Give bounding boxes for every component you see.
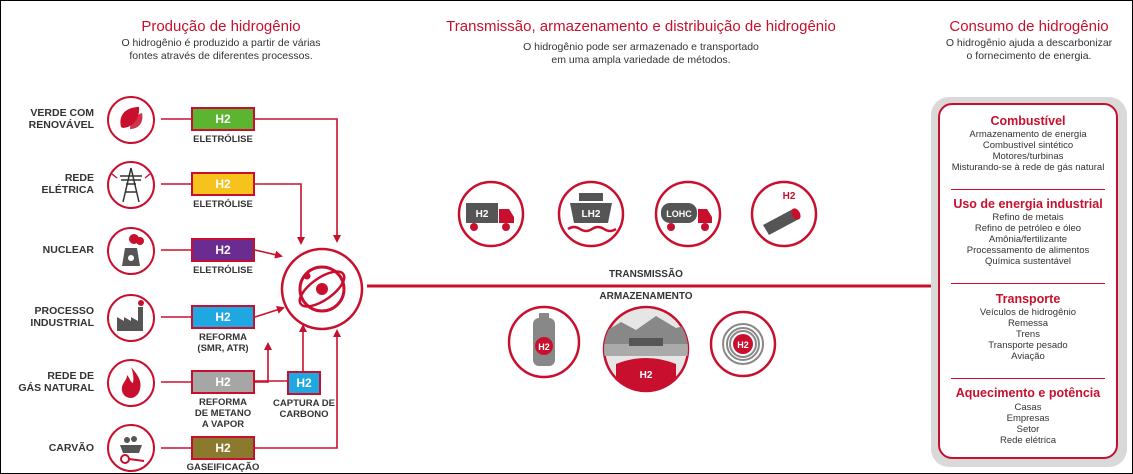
h2-box-carbon-capture: H2 (287, 371, 321, 395)
category-divider (951, 283, 1105, 284)
category-item: Motores/turbinas (992, 151, 1064, 162)
h2-box-label: H2 (215, 310, 231, 324)
carbon-capture-label: CAPTURA DE CARBONO (273, 398, 335, 420)
h2-box-green: H2 (191, 107, 255, 131)
hydrogen-hub-icon (280, 247, 364, 331)
h2-box-industrial: H2 (191, 305, 255, 329)
category-items-transport: Veículos de hidrogênio Remessa Trens Tra… (938, 307, 1118, 362)
h2-box-label: H2 (215, 441, 231, 455)
h2-box-grid: H2 (191, 172, 255, 196)
tank-storage-icon: H2 (507, 305, 581, 379)
pipeline-icon: H2 (750, 180, 818, 248)
nuclear-plant-icon (107, 227, 155, 275)
category-title-transport: Transporte (995, 292, 1061, 306)
lh2-ship-icon: LH2 (557, 180, 625, 248)
lh2-ship-label: LH2 (582, 209, 601, 220)
category-item: Refino de petróleo e óleo (974, 223, 1082, 234)
category-item: Casas (1014, 402, 1042, 413)
category-item: Remessa (1007, 318, 1049, 329)
source-label: PROCESSO INDUSTRIAL (30, 305, 94, 329)
category-item: Transporte pesado (988, 340, 1068, 351)
flame-icon (107, 359, 155, 407)
h2-box-label: H2 (215, 375, 231, 389)
category-item: Rede elétrica (1000, 435, 1056, 446)
source-label: VERDE COM RENOVÁVEL (28, 107, 94, 131)
source-label: NUCLEAR (42, 244, 94, 256)
factory-icon (107, 294, 155, 342)
category-divider (951, 378, 1105, 379)
lohc-truck-icon: LOHC (654, 180, 722, 248)
coal-cart-icon (107, 424, 155, 472)
lohc-truck-label: LOHC (666, 209, 692, 219)
h2-box-natural-gas: H2 (191, 370, 255, 394)
transmission-description: O hidrogênio pode ser armazenado e trans… (523, 41, 759, 66)
consumption-title: Consumo de hidrogênio (949, 18, 1109, 35)
category-item: Empresas (1006, 413, 1050, 424)
category-item: Refino de metais (992, 212, 1064, 223)
coil-label: H2 (737, 340, 749, 350)
category-items-fuel: Armazenamento de energia Combustível sin… (938, 129, 1118, 173)
category-item: Processamento de alimentos (966, 245, 1090, 256)
category-item: Armazenamento de energia (969, 129, 1087, 140)
category-item: Setor (1016, 424, 1040, 435)
source-label: REDE ELÉTRICA (41, 172, 95, 196)
h2-truck-icon: H2 (457, 180, 525, 248)
pipeline-label: H2 (783, 191, 796, 202)
h2-box-label: H2 (215, 112, 231, 126)
power-tower-icon (107, 161, 155, 209)
h2-box-nuclear: H2 (191, 238, 255, 262)
h2-box-label: H2 (215, 243, 231, 257)
process-label: REFORMA (SMR, ATR) (197, 332, 249, 354)
category-title-fuel: Combustível (990, 114, 1066, 128)
production-description: O hidrogênio é produzido a partir de vár… (121, 37, 321, 62)
process-label: REFORMA DE METANO A VAPOR (194, 397, 252, 430)
process-label: ELETRÓLISE (193, 265, 253, 276)
process-label: GASEIFICAÇÃO (186, 462, 260, 473)
h2-box-coal: H2 (191, 436, 255, 460)
category-item: Combustível sintético (982, 140, 1074, 151)
category-divider (951, 189, 1105, 190)
consumption-description: O hidrogênio ajuda a descarbonizar o for… (945, 37, 1113, 62)
transmission-label: TRANSMISSÃO (609, 269, 683, 280)
category-items-heating: Casas Empresas Setor Rede elétrica (938, 402, 1118, 446)
production-title: Produção de hidrogênio (141, 18, 301, 35)
category-items-industrial: Refino de metais Refino de petróleo e ól… (938, 212, 1118, 267)
h2-box-label: H2 (296, 376, 312, 390)
category-title-heating: Aquecimento e potência (955, 386, 1101, 400)
storage-label: ARMAZENAMENTO (599, 291, 693, 302)
h2-box-label: H2 (215, 177, 231, 191)
source-label: CARVÃO (48, 442, 94, 454)
consumption-panel-inner (938, 103, 1118, 459)
underground-label: H2 (640, 370, 653, 381)
process-label: ELETRÓLISE (193, 134, 253, 145)
category-item: Amônia/fertilizante (988, 234, 1068, 245)
source-label: REDE DE GÁS NATURAL (18, 370, 94, 394)
coil-storage-icon: H2 (709, 310, 777, 378)
category-title-industrial: Uso de energia industrial (953, 197, 1103, 211)
transmission-title: Transmissão, armazenamento e distribuiçã… (446, 18, 836, 35)
category-item: Química sustentável (984, 256, 1072, 267)
category-item: Misturando-se à rede de gás natural (951, 162, 1105, 173)
category-item: Veículos de hidrogênio (979, 307, 1077, 318)
leaf-icon (107, 96, 155, 144)
category-item: Aviação (1011, 351, 1045, 362)
h2-truck-label: H2 (476, 209, 489, 220)
category-item: Trens (1016, 329, 1040, 340)
tank-label: H2 (538, 342, 550, 352)
underground-storage-icon: H2 (602, 305, 690, 393)
process-label: ELETRÓLISE (193, 199, 253, 210)
